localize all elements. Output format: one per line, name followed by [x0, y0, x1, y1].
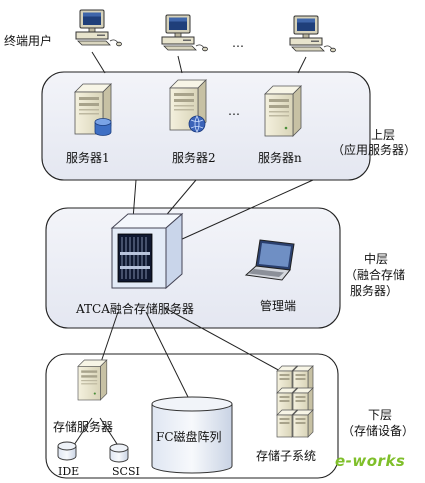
atca-server-label: ATCA融合存储服务器 [76, 302, 194, 316]
storage-subsystem-icon [276, 365, 314, 438]
scsi-label: SCSI [112, 465, 140, 478]
storage-subsystem-label: 存储子系统 [256, 449, 317, 463]
ide-label: IDE [58, 465, 80, 478]
end-user-pc-1 [75, 9, 122, 47]
atca-server-icon [110, 212, 184, 290]
server-1-icon [74, 83, 112, 136]
end-users-ellipsis: … [232, 36, 244, 50]
fc-disk-array-label: FC磁盘阵列 [156, 430, 222, 444]
server-2-icon [169, 79, 207, 133]
server-1-label: 服务器1 [66, 151, 110, 165]
server-n-icon [264, 85, 302, 137]
fc-disk-array-icon [151, 396, 233, 474]
management-label: 管理端 [260, 299, 297, 313]
ide-disk-icon [57, 441, 77, 461]
storage-server-label: 存储服务器 [53, 420, 114, 434]
end-users-label: 终端用户 [4, 34, 53, 48]
e-works-watermark: e-works [335, 452, 406, 470]
end-user-pc-3 [289, 15, 336, 53]
server-n-label: 服务器n [258, 151, 302, 165]
middle-tier-sub-label-2: 服务器） [350, 284, 399, 298]
middle-tier-sub-label-1: （融合存储 [345, 268, 406, 282]
middle-tier-label: 中层 [364, 252, 389, 266]
server-2-label: 服务器2 [172, 151, 216, 165]
upper-tier-sub-label: （应用服务器） [332, 143, 417, 157]
lower-tier-sub-label: （存储设备） [342, 424, 415, 438]
storage-server-icon [77, 359, 108, 401]
servers-ellipsis: … [228, 104, 240, 118]
lower-tier-label: 下层 [368, 408, 393, 422]
management-laptop-icon [244, 239, 295, 281]
upper-tier-label: 上层 [371, 128, 396, 142]
end-user-pc-2 [161, 14, 208, 52]
scsi-disk-icon [109, 443, 129, 463]
